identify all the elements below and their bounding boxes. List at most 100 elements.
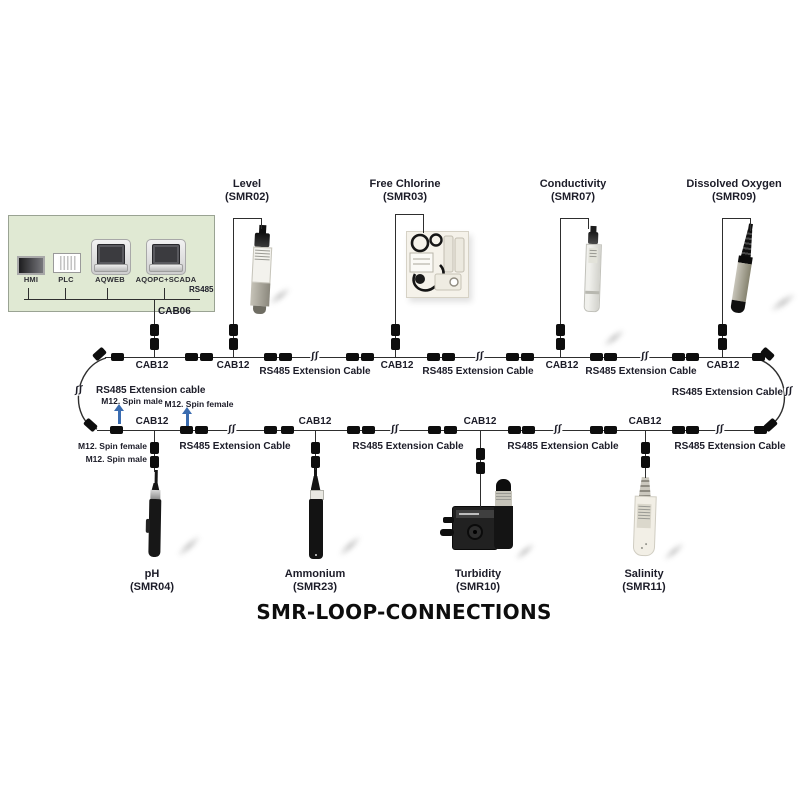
cable-break-icon: ʃʃ (474, 351, 486, 363)
ext-cable-label: RS485 Extension Cable (671, 387, 783, 398)
device-label-aqweb: AQWEB (95, 275, 125, 284)
sensor-id-ph: (SMR04) (129, 581, 175, 593)
m12-male-arrow (114, 404, 124, 424)
sensor-id-turbidity: (SMR10) (455, 581, 501, 593)
cable-line (423, 214, 425, 233)
sensor-label-free-chlorine: Free Chlorine (369, 178, 441, 190)
cable-line (28, 288, 30, 299)
connector-block (590, 426, 603, 434)
sensor-id-salinity: (SMR11) (622, 581, 666, 593)
connector-block (200, 353, 213, 361)
laptop-base (94, 264, 128, 272)
m12-male-label: M12. Spin male (101, 396, 163, 406)
sensor-label-level: Level (232, 178, 262, 190)
sensor-id-dissolved-oxygen: (SMR09) (711, 191, 757, 203)
m12-female-arrow (182, 407, 192, 427)
turbidity-sensor-photo (494, 479, 513, 549)
cab12-label: CAB12 (298, 416, 332, 427)
sensor-label-conductivity: Conductivity (539, 178, 607, 190)
connector-block (150, 456, 159, 468)
connector-block (476, 462, 485, 474)
turbidity-body (494, 506, 513, 549)
connector-block (556, 324, 565, 336)
connector-block (229, 324, 238, 336)
sensor-label-ammonium: Ammonium (284, 568, 346, 580)
diagram-title: SMR-LOOP-CONNECTIONS (256, 600, 552, 624)
cab12-label: CAB12 (135, 416, 169, 427)
connector-block (522, 426, 535, 434)
turbidity-port-2 (440, 529, 454, 536)
sensor-label-dissolved-oxygen: Dissolved Oxygen (686, 178, 782, 190)
cable-line (107, 288, 109, 299)
connector-block (264, 426, 277, 434)
free-chlorine-panel-photo (406, 231, 469, 298)
do-body (731, 262, 752, 302)
connector-block (150, 442, 159, 454)
turbidity-band (495, 491, 512, 506)
cab12-label: CAB12 (216, 360, 250, 371)
connector-block (391, 338, 400, 350)
connector-block (521, 353, 534, 361)
connector-block (346, 353, 359, 361)
cab12-label: CAB12 (463, 416, 497, 427)
laptop-icon-aqopc-scada (146, 239, 186, 275)
m12-female-label: M12. Spin female (164, 399, 234, 409)
sensor-id-conductivity: (SMR07) (550, 191, 596, 203)
sensor-label-ph: pH (144, 568, 160, 580)
sensor-label-salinity: Salinity (624, 568, 664, 580)
connector-block (195, 426, 208, 434)
ammonium-body (309, 499, 323, 559)
connector-block (672, 426, 685, 434)
device-label-hmi: HMI (23, 275, 39, 284)
cable-line (164, 288, 166, 299)
level-nose (252, 305, 267, 315)
connector-block (476, 448, 485, 460)
cable-break-icon: ʃʃ (309, 351, 321, 363)
ext-cable-label: RS485 Extension Cable (507, 441, 619, 452)
cab12-label: CAB12 (380, 360, 414, 371)
cable-break-icon: ʃʃ (714, 424, 726, 436)
rs485-bus-label: RS485 (189, 285, 214, 294)
turbidity-flowcell-label (456, 510, 494, 518)
laptop-screen (97, 244, 125, 265)
ammonium-cone (310, 476, 321, 491)
level-sensor-photo (247, 224, 276, 317)
cable-line (65, 288, 67, 299)
device-label-aqopc-scada: AQOPC+SCADA (135, 275, 197, 284)
connector-block (428, 426, 441, 434)
cab12-label: CAB12 (706, 360, 740, 371)
cable-line (395, 214, 397, 357)
connector-block (672, 353, 685, 361)
laptop-screen (152, 244, 180, 265)
connector-block (111, 353, 124, 361)
ph-sensor-photo (144, 469, 166, 564)
cable-line (560, 218, 562, 357)
connector-block (150, 324, 159, 336)
cable-break-icon: ʃʃ (389, 424, 401, 436)
cable-line (588, 218, 590, 229)
cab12-label: CAB12 (135, 360, 169, 371)
connector-block (110, 426, 123, 434)
ext-cable-label: RS485 Extension Cable (585, 366, 697, 377)
cab12-label: CAB12 (628, 416, 662, 427)
connector-block (604, 353, 617, 361)
turbidity-flowcell-photo (440, 506, 504, 550)
connector-block (641, 442, 650, 454)
salinity-sensor-photo (631, 477, 658, 560)
turbidity-boss (467, 524, 483, 540)
m12-male-label: M12. Spin male (85, 454, 147, 464)
cable-line (750, 218, 752, 231)
cable-break-icon: ʃʃ (639, 351, 651, 363)
connector-block (279, 353, 292, 361)
salinity-body (632, 495, 657, 557)
sensor-id-ammonium: (SMR23) (292, 581, 338, 593)
cab12-label: CAB12 (545, 360, 579, 371)
connector-block (185, 353, 198, 361)
connector-block (604, 426, 617, 434)
sensor-label-turbidity: Turbidity (454, 568, 502, 580)
level-body (251, 246, 273, 284)
plc-icon (53, 253, 81, 273)
connector-block (427, 353, 440, 361)
cable-line (261, 218, 263, 229)
